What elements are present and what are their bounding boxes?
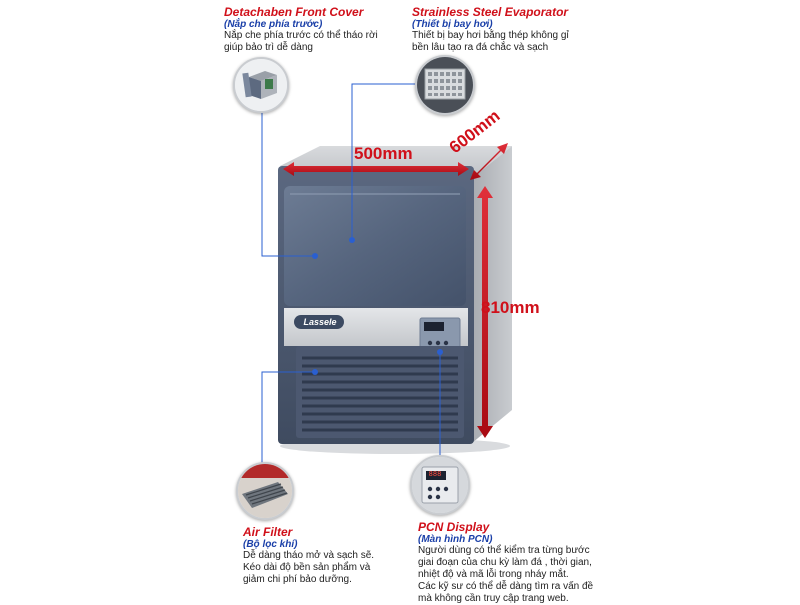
pcn-display-desc-line: Các kỹ sư có thể dễ dàng tìm ra vấn đề bbox=[418, 581, 594, 592]
evaporator-desc-line: bền lâu tạo ra đá chắc và sạch bbox=[412, 42, 549, 53]
front-cover-subtitle: (Nắp che phía trước) bbox=[224, 19, 323, 30]
evaporator-title: Strainless Steel Evaporator bbox=[412, 5, 569, 19]
pcn-display-desc-line: giai đoạn của chu kỳ làm đá , thời gian, bbox=[418, 557, 592, 568]
pcn-display-title: PCN Display bbox=[418, 520, 490, 534]
evaporator-thumbnail bbox=[415, 55, 475, 115]
pcn-display-callout: PCN Display (Màn hình PCN) Người dùng có… bbox=[418, 521, 638, 605]
front-cover-desc-line: Nắp che phía trước có thể tháo rời bbox=[224, 30, 378, 41]
front-cover-callout: Detachaben Front Cover (Nắp che phía trư… bbox=[224, 6, 414, 54]
air-grille bbox=[302, 356, 458, 432]
air-filter-callout: Air Filter (Bộ lọc khí) Dễ dàng tháo mở … bbox=[243, 526, 413, 586]
pcn-display-thumbnail-icon bbox=[412, 457, 468, 513]
brand-logo: Lassele bbox=[303, 317, 337, 327]
front-cover-desc-line: giúp bảo trì dễ dàng bbox=[224, 42, 313, 53]
evaporator-desc-line: Thiết bị bay hơi bằng thép không gỉ bbox=[412, 30, 569, 41]
height-dimension-label: 810mm bbox=[481, 298, 540, 317]
air-filter-desc-line: Dễ dàng tháo mở và sạch sẽ. bbox=[243, 550, 375, 561]
side-panel bbox=[472, 146, 512, 443]
air-filter-title: Air Filter bbox=[243, 525, 293, 539]
pcn-display-readout: 888 bbox=[428, 470, 442, 478]
air-filter-subtitle: (Bộ lọc khí) bbox=[243, 539, 298, 550]
front-door bbox=[284, 186, 466, 306]
evaporator-subtitle: (Thiết bị bay hơi) bbox=[412, 19, 493, 30]
callout-dots bbox=[312, 237, 443, 375]
dimension-arrows bbox=[283, 143, 508, 438]
air-filter-desc-line: giảm chi phí bảo dưỡng. bbox=[243, 574, 352, 585]
air-filter-thumbnail bbox=[236, 462, 294, 520]
width-dimension-label: 500mm bbox=[354, 144, 413, 163]
pcn-display-desc-line: mà không cần truy cập trang web. bbox=[418, 593, 569, 604]
evaporator-thumbnail-icon bbox=[417, 57, 473, 113]
front-cover-title: Detachaben Front Cover bbox=[224, 5, 364, 19]
pcn-display-subtitle: (Màn hình PCN) bbox=[418, 534, 493, 545]
front-cover-thumbnail bbox=[233, 57, 289, 113]
air-filter-desc-line: Kéo dài độ bền sản phẩm và bbox=[243, 562, 371, 573]
front-cover-thumbnail-icon bbox=[235, 59, 287, 111]
pcn-display-desc-line: Người dùng có thể kiểm tra từng bước bbox=[418, 545, 590, 556]
evaporator-callout: Strainless Steel Evaporator (Thiết bị ba… bbox=[412, 6, 612, 54]
grille-frame bbox=[296, 346, 464, 438]
pcn-display-thumbnail bbox=[410, 455, 470, 515]
air-filter-thumbnail-icon bbox=[238, 464, 292, 518]
pcn-display-desc-line: nhiệt độ và mã lỗi trong nháy mắt. bbox=[418, 569, 569, 580]
